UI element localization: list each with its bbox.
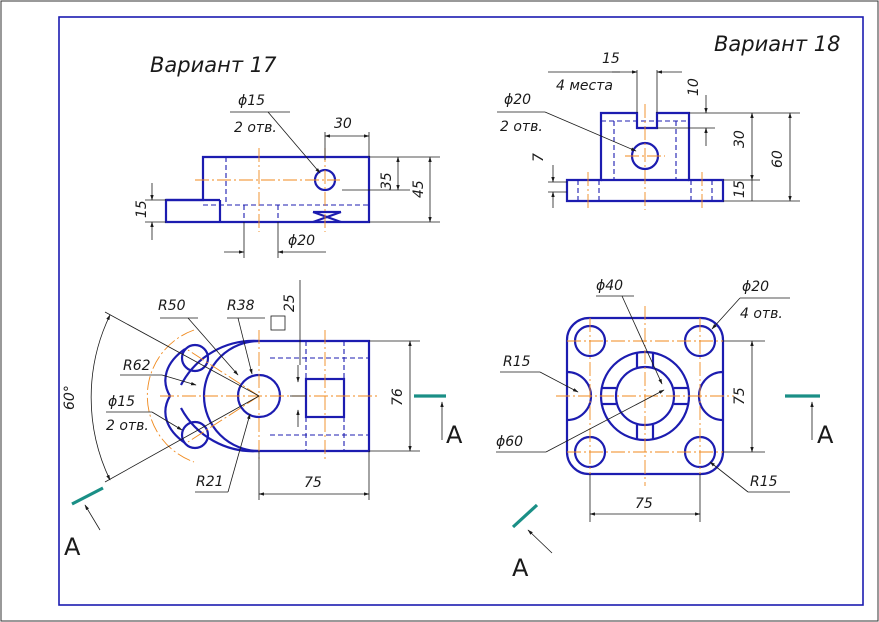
v17-hole-dia-top: ϕ15 — [108, 394, 135, 410]
v18-section-markers — [511, 394, 820, 554]
v18-dim-60: 60 — [770, 150, 786, 168]
v17-hole-dia: ϕ15 — [238, 93, 265, 109]
v17-r38: R38 — [227, 298, 255, 314]
v18-hole-count-top: 4 отв. — [740, 306, 783, 322]
v18-front-view — [565, 104, 725, 210]
inner-frame — [58, 16, 864, 606]
v17-dim-76: 76 — [390, 388, 406, 406]
v18-dim-75-v: 75 — [732, 387, 748, 405]
v18-top-view — [556, 306, 734, 486]
v17-bore-dia: ϕ20 — [288, 233, 315, 249]
variant17-title: Вариант 17 — [150, 53, 277, 77]
v18-slot-15: 15 — [602, 51, 620, 67]
v17-dim-45: 45 — [411, 180, 427, 198]
v18-top-dims — [496, 295, 790, 522]
v17-dim-35: 35 — [379, 172, 395, 190]
v17-r50: R50 — [158, 298, 186, 314]
v18-hole-dia: ϕ20 — [504, 92, 531, 108]
variant18-title: Вариант 18 — [714, 32, 840, 56]
v17-front-view — [164, 148, 371, 232]
v17-dim-30: 30 — [334, 116, 352, 132]
v17-dim-75: 75 — [304, 475, 322, 491]
v18-dia-40: ϕ40 — [596, 278, 623, 294]
v17-r21: R21 — [196, 474, 224, 490]
v18-hole-count: 2 отв. — [500, 119, 543, 135]
v18-dim-7: 7 — [531, 153, 547, 162]
v18-dim-75-h: 75 — [635, 496, 653, 512]
v17-hole-count: 2 отв. — [234, 120, 277, 136]
v17-cut-a-right: A — [446, 421, 463, 449]
v17-cut-a-left: A — [64, 533, 81, 561]
v18-dia-60: ϕ60 — [496, 434, 523, 450]
v17-square-25: 25 — [282, 294, 298, 312]
v18-cut-a-right: A — [817, 421, 834, 449]
v18-dim-10: 10 — [686, 78, 702, 96]
v17-top-dims — [90, 280, 420, 500]
v17-angle: 60° — [62, 385, 78, 410]
v17-front-dims — [145, 111, 440, 258]
v18-dim-15: 15 — [732, 180, 748, 198]
v18-r15-left: R15 — [503, 354, 531, 370]
v17-top-view — [146, 329, 380, 463]
v18-cut-a-left: A — [512, 554, 529, 582]
v17-section-markers — [71, 394, 446, 531]
v17-r62: R62 — [123, 358, 151, 374]
v17-dim-15: 15 — [134, 200, 150, 218]
v17-hole-count-top: 2 отв. — [106, 418, 149, 434]
v18-dia-20: ϕ20 — [742, 279, 769, 295]
v18-r15-right: R15 — [750, 474, 778, 490]
v18-places: 4 места — [556, 78, 613, 94]
v18-front-dims — [497, 70, 800, 208]
v18-dim-30: 30 — [732, 130, 748, 148]
